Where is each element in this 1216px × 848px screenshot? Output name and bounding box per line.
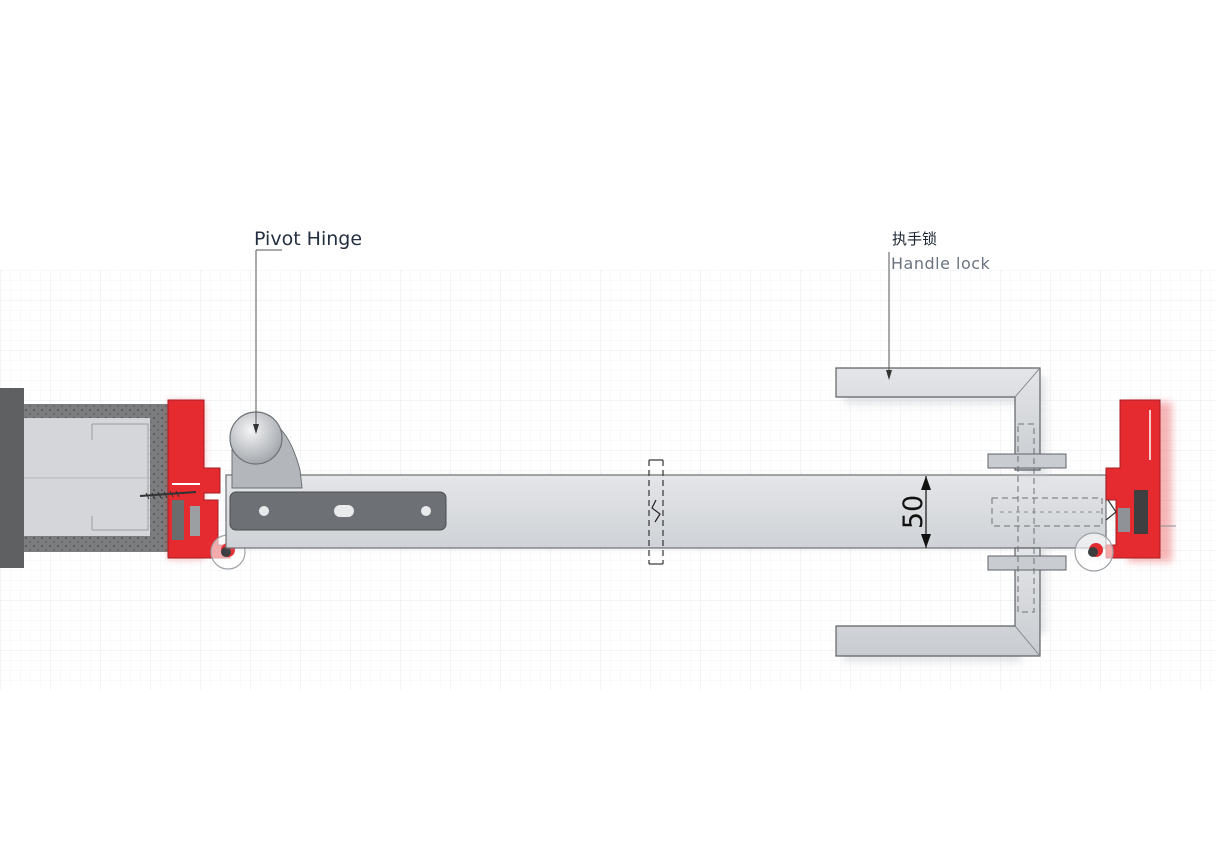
thickness-value: 50 <box>898 495 929 529</box>
pivot-hinge <box>229 411 447 531</box>
left-frame-profile <box>167 399 231 559</box>
break-symbol <box>648 459 664 565</box>
handle-lock-label-en: Handle lock <box>891 254 991 273</box>
handle-lock <box>835 367 1103 662</box>
thickness-dimension: 50 <box>898 476 931 548</box>
left-wall <box>0 388 170 568</box>
handle-lock-callout: 执手锁 Handle lock <box>886 230 991 380</box>
pivot-hinge-label: Pivot Hinge <box>254 228 362 250</box>
screw-icon <box>139 490 197 500</box>
handle-lock-label-cn: 执手锁 <box>892 230 937 248</box>
right-seal <box>1074 532 1114 572</box>
right-frame-profile <box>1105 399 1176 562</box>
pivot-hinge-callout: Pivot Hinge <box>253 228 362 434</box>
